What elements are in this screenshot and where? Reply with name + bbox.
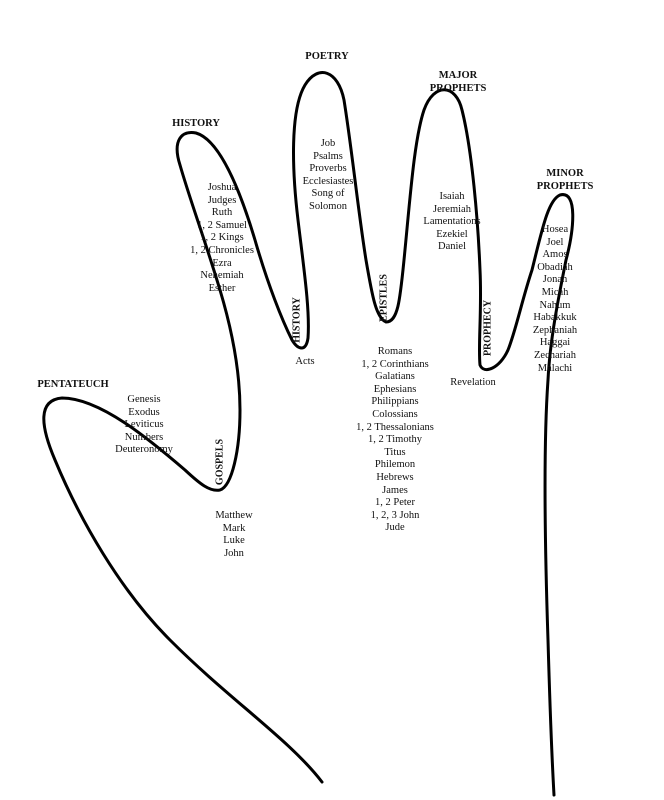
book-item: Song of	[311, 188, 345, 200]
book-item: Philemon	[374, 459, 416, 471]
book-item: Exodus	[128, 406, 160, 418]
book-revelation: Revelation	[450, 377, 496, 388]
book-item: 1, 2 Peter	[375, 497, 415, 509]
book-item: Mark	[222, 522, 246, 534]
book-item: Jonah	[542, 274, 568, 286]
book-item: Nehemiah	[200, 270, 244, 282]
book-item: Solomon	[309, 200, 347, 212]
book-item: Zechariah	[534, 349, 576, 361]
book-item: Matthew	[215, 510, 253, 521]
book-item: Hosea	[541, 224, 569, 235]
book-item: Ezekiel	[436, 228, 468, 240]
book-item: John	[224, 547, 244, 559]
book-item: Malachi	[537, 362, 573, 374]
book-item: Haggai	[539, 337, 571, 349]
book-item: 1, 2 Samuel	[197, 219, 247, 231]
header-major-prophets-line2: PROPHETS	[429, 83, 487, 94]
book-item: Philippians	[371, 396, 419, 408]
header-history: HISTORY	[172, 118, 220, 129]
book-item: Joshua	[207, 182, 237, 193]
header-minor-prophets: MINOR PROPHETS	[537, 167, 594, 193]
book-item: James	[382, 484, 408, 496]
header-major-prophets: MAJOR PROPHETS	[430, 69, 487, 95]
crease-label-prophecy: PROPHECY	[482, 299, 494, 357]
book-item: Romans	[377, 346, 413, 357]
book-acts: Acts	[295, 356, 315, 367]
book-item: 1, 2 Chronicles	[190, 244, 254, 256]
book-item: Jeremiah	[433, 203, 471, 215]
hand-outline-path	[42, 71, 575, 797]
book-item: 1, 2 Timothy	[368, 434, 422, 446]
book-item: Habakkuk	[533, 312, 577, 324]
book-item: Ezra	[212, 257, 232, 269]
header-poetry: POETRY	[305, 51, 349, 62]
book-item: Amos	[542, 249, 568, 261]
book-item: Deuteronomy	[115, 444, 173, 456]
book-item: Obadiah	[537, 261, 573, 273]
book-item: Genesis	[127, 394, 161, 405]
book-item: Leviticus	[124, 419, 164, 431]
crease-label-epistles: EPISTLES	[378, 274, 390, 322]
book-item: Luke	[223, 535, 245, 547]
book-item: Titus	[384, 446, 406, 458]
book-item: Galatians	[375, 371, 415, 383]
header-minor-prophets-line1: MINOR	[546, 168, 584, 179]
book-item: Joel	[546, 236, 564, 248]
book-item: 1, 2 Kings	[200, 232, 244, 244]
book-item: Job	[320, 138, 336, 149]
book-item: Lamentations	[423, 216, 481, 228]
book-item: Micah	[541, 286, 569, 298]
book-item: Ruth	[211, 207, 233, 219]
book-item: Isaiah	[439, 191, 465, 202]
crease-label-gospels: GOSPELS	[214, 438, 226, 486]
book-item: Psalms	[313, 150, 343, 162]
book-item: Zephaniah	[532, 324, 578, 336]
book-item: Proverbs	[309, 163, 347, 175]
book-item: 1, 2 Thessalonians	[356, 421, 434, 433]
book-item: 1, 2, 3 John	[370, 509, 420, 521]
header-pentateuch: PENTATEUCH	[37, 379, 109, 390]
header-minor-prophets-line2: PROPHETS	[536, 181, 594, 192]
book-item: 1, 2 Corinthians	[361, 358, 429, 370]
book-item: Ephesians	[373, 383, 417, 395]
book-item: Daniel	[438, 241, 466, 253]
header-major-prophets-line1: MAJOR	[438, 70, 478, 81]
book-item: Colossians	[372, 408, 418, 420]
crease-label-history: HISTORY	[291, 297, 303, 343]
book-item: Esther	[208, 282, 236, 294]
book-item: Judges	[207, 194, 237, 206]
book-item: Jude	[385, 522, 405, 534]
book-item: Numbers	[124, 431, 164, 443]
book-item: Hebrews	[376, 471, 414, 483]
book-item: Ecclesiastes	[302, 175, 354, 187]
book-item: Nahum	[539, 299, 571, 311]
